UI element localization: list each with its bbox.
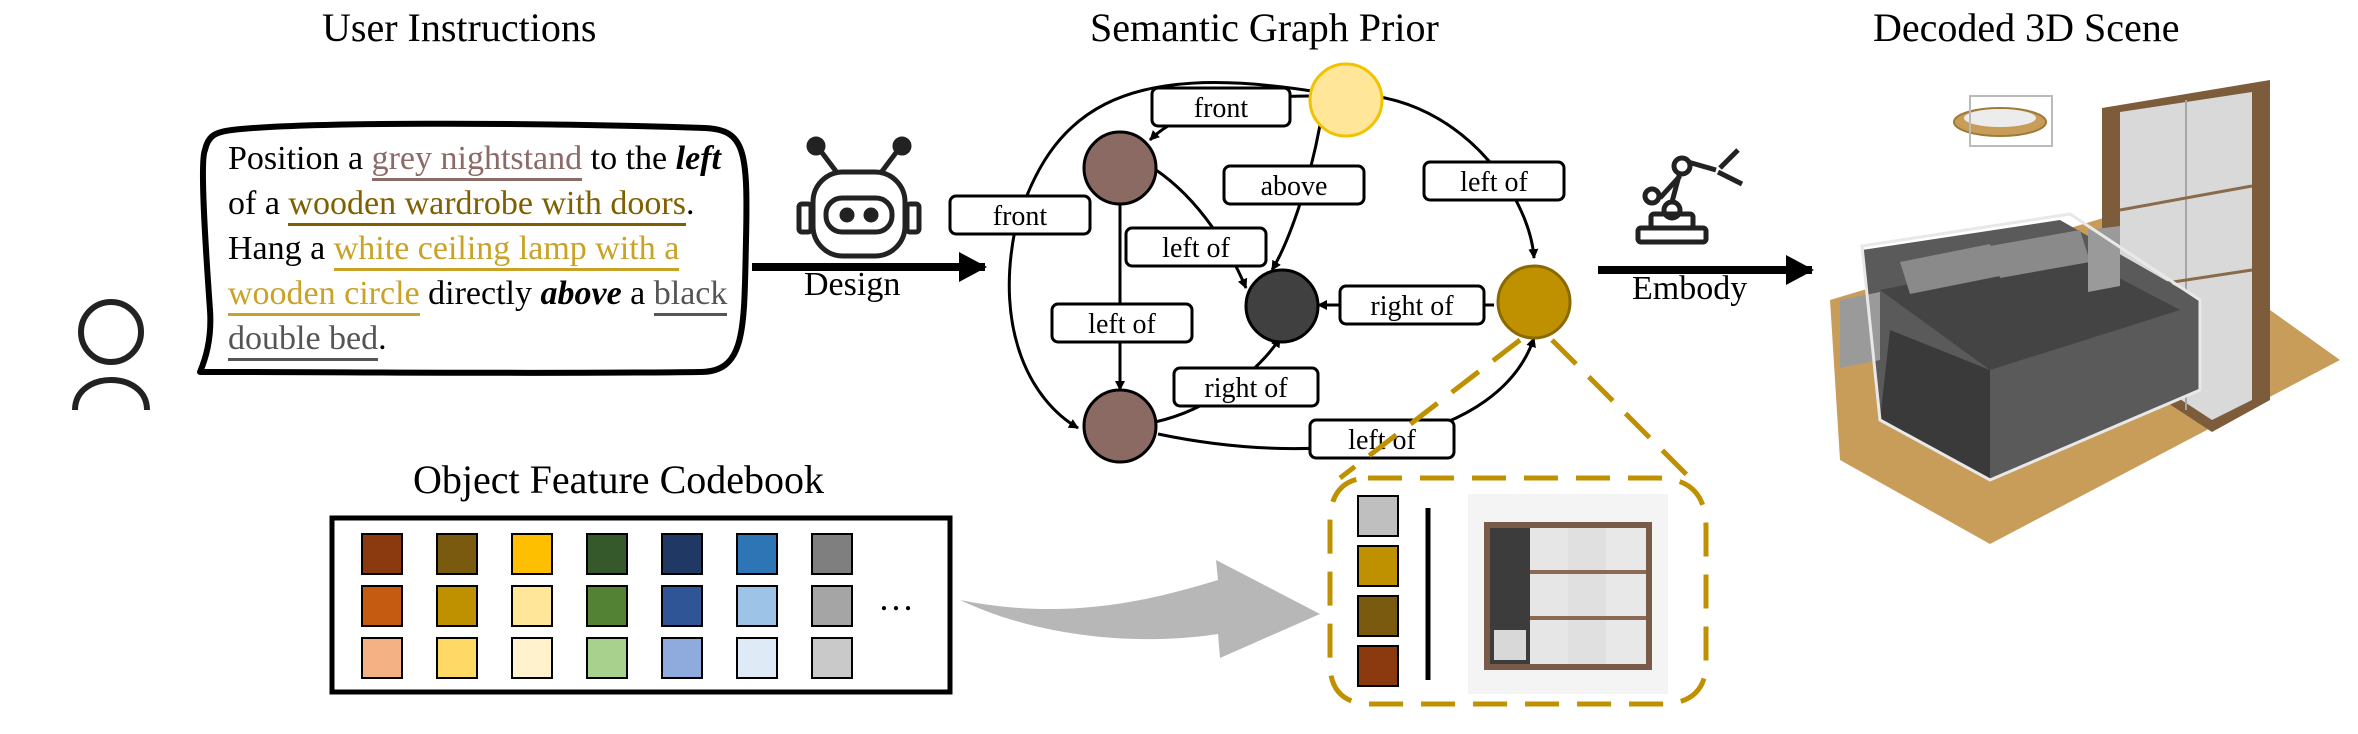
codebook-swatch <box>511 585 553 627</box>
codebook-swatch <box>586 585 628 627</box>
semantic-graph-title: Semantic Graph Prior <box>1090 5 1439 50</box>
svg-text:left of: left of <box>1162 233 1230 264</box>
svg-text:right of: right of <box>1204 373 1288 404</box>
codebook-swatch <box>736 637 778 679</box>
svg-text:right of: right of <box>1370 291 1454 322</box>
codebook-swatch <box>436 533 478 575</box>
svg-text:left of: left of <box>1348 425 1416 456</box>
node-nightstand-top <box>1082 130 1158 206</box>
edge-label-front-left: front <box>948 194 1092 236</box>
edge-above <box>1270 124 1322 271</box>
codebook-swatch <box>736 533 778 575</box>
codebook-swatch <box>811 585 853 627</box>
codebook-swatch <box>361 533 403 575</box>
decoded-scene-title: Decoded 3D Scene <box>1873 5 2180 50</box>
codebook-swatch <box>661 585 703 627</box>
codebook-swatch <box>436 637 478 679</box>
codebook-swatch <box>811 533 853 575</box>
edge-label-leftof-bottom: left of <box>1308 418 1456 460</box>
robot-icon <box>796 136 922 259</box>
zoom-swatch <box>1357 495 1399 537</box>
wardrobe-thumbnail <box>1468 494 1668 694</box>
edge-label-front-top: front <box>1150 86 1292 128</box>
grey-nightstand-phrase: grey nightstand <box>371 140 583 181</box>
node-wardrobe <box>1496 264 1572 340</box>
codebook-swatch <box>661 637 703 679</box>
zoom-callout <box>1327 338 1709 707</box>
user-icon <box>72 299 150 411</box>
above-emphasis: above <box>540 275 622 312</box>
edge-leftof-mid <box>1155 168 1248 289</box>
codebook-swatch <box>436 585 478 627</box>
embody-label: Embody <box>1632 270 1748 307</box>
lamp-phrase: white ceiling lamp with a wooden circle <box>228 230 680 316</box>
wardrobe-phrase: wooden wardrobe with doors <box>288 185 686 226</box>
edge-label-above: above <box>1222 164 1366 206</box>
svg-text:above: above <box>1261 171 1328 202</box>
node-lamp <box>1308 62 1384 138</box>
edge-label-leftof-mid: left of <box>1124 226 1268 268</box>
codebook-swatch <box>361 637 403 679</box>
codebook-swatch <box>511 637 553 679</box>
codebook-to-zoom-arrow <box>960 560 1320 658</box>
svg-text:left of: left of <box>1088 309 1156 340</box>
scene-render <box>1830 80 2340 544</box>
left-emphasis: left <box>675 140 721 177</box>
instruction-text: Position a grey nightstand to the left o… <box>228 136 748 361</box>
codebook-swatch <box>361 585 403 627</box>
codebook-swatch <box>661 533 703 575</box>
design-label: Design <box>804 266 901 303</box>
zoom-swatch <box>1357 545 1399 587</box>
svg-text:front: front <box>1194 93 1249 124</box>
node-nightstand-bottom <box>1082 388 1158 464</box>
edge-label-leftof-top-right: left of <box>1422 160 1566 202</box>
codebook-box <box>329 515 953 695</box>
codebook-title: Object Feature Codebook <box>413 457 824 502</box>
zoom-swatch <box>1357 595 1399 637</box>
codebook-swatch <box>811 637 853 679</box>
zoom-swatches <box>1357 495 1399 687</box>
zoom-swatch <box>1357 645 1399 687</box>
svg-text:front: front <box>993 201 1048 232</box>
svg-text:left of: left of <box>1460 167 1528 198</box>
codebook-swatches <box>361 533 853 679</box>
instruction-bubble <box>197 120 750 376</box>
codebook-swatch <box>586 533 628 575</box>
edge-label-rightof-right: right of <box>1338 284 1486 326</box>
robot-arm-icon <box>1635 148 1744 245</box>
codebook-swatch <box>736 585 778 627</box>
codebook-ellipsis: … <box>878 578 914 618</box>
codebook-swatch <box>511 533 553 575</box>
node-bed <box>1244 268 1320 344</box>
bed-phrase: black double bed <box>228 275 728 361</box>
edge-label-leftof-left: left of <box>1050 302 1194 344</box>
user-instructions-title: User Instructions <box>322 5 597 50</box>
codebook-swatch <box>586 637 628 679</box>
edge-label-rightof-bottom: right of <box>1172 366 1320 408</box>
